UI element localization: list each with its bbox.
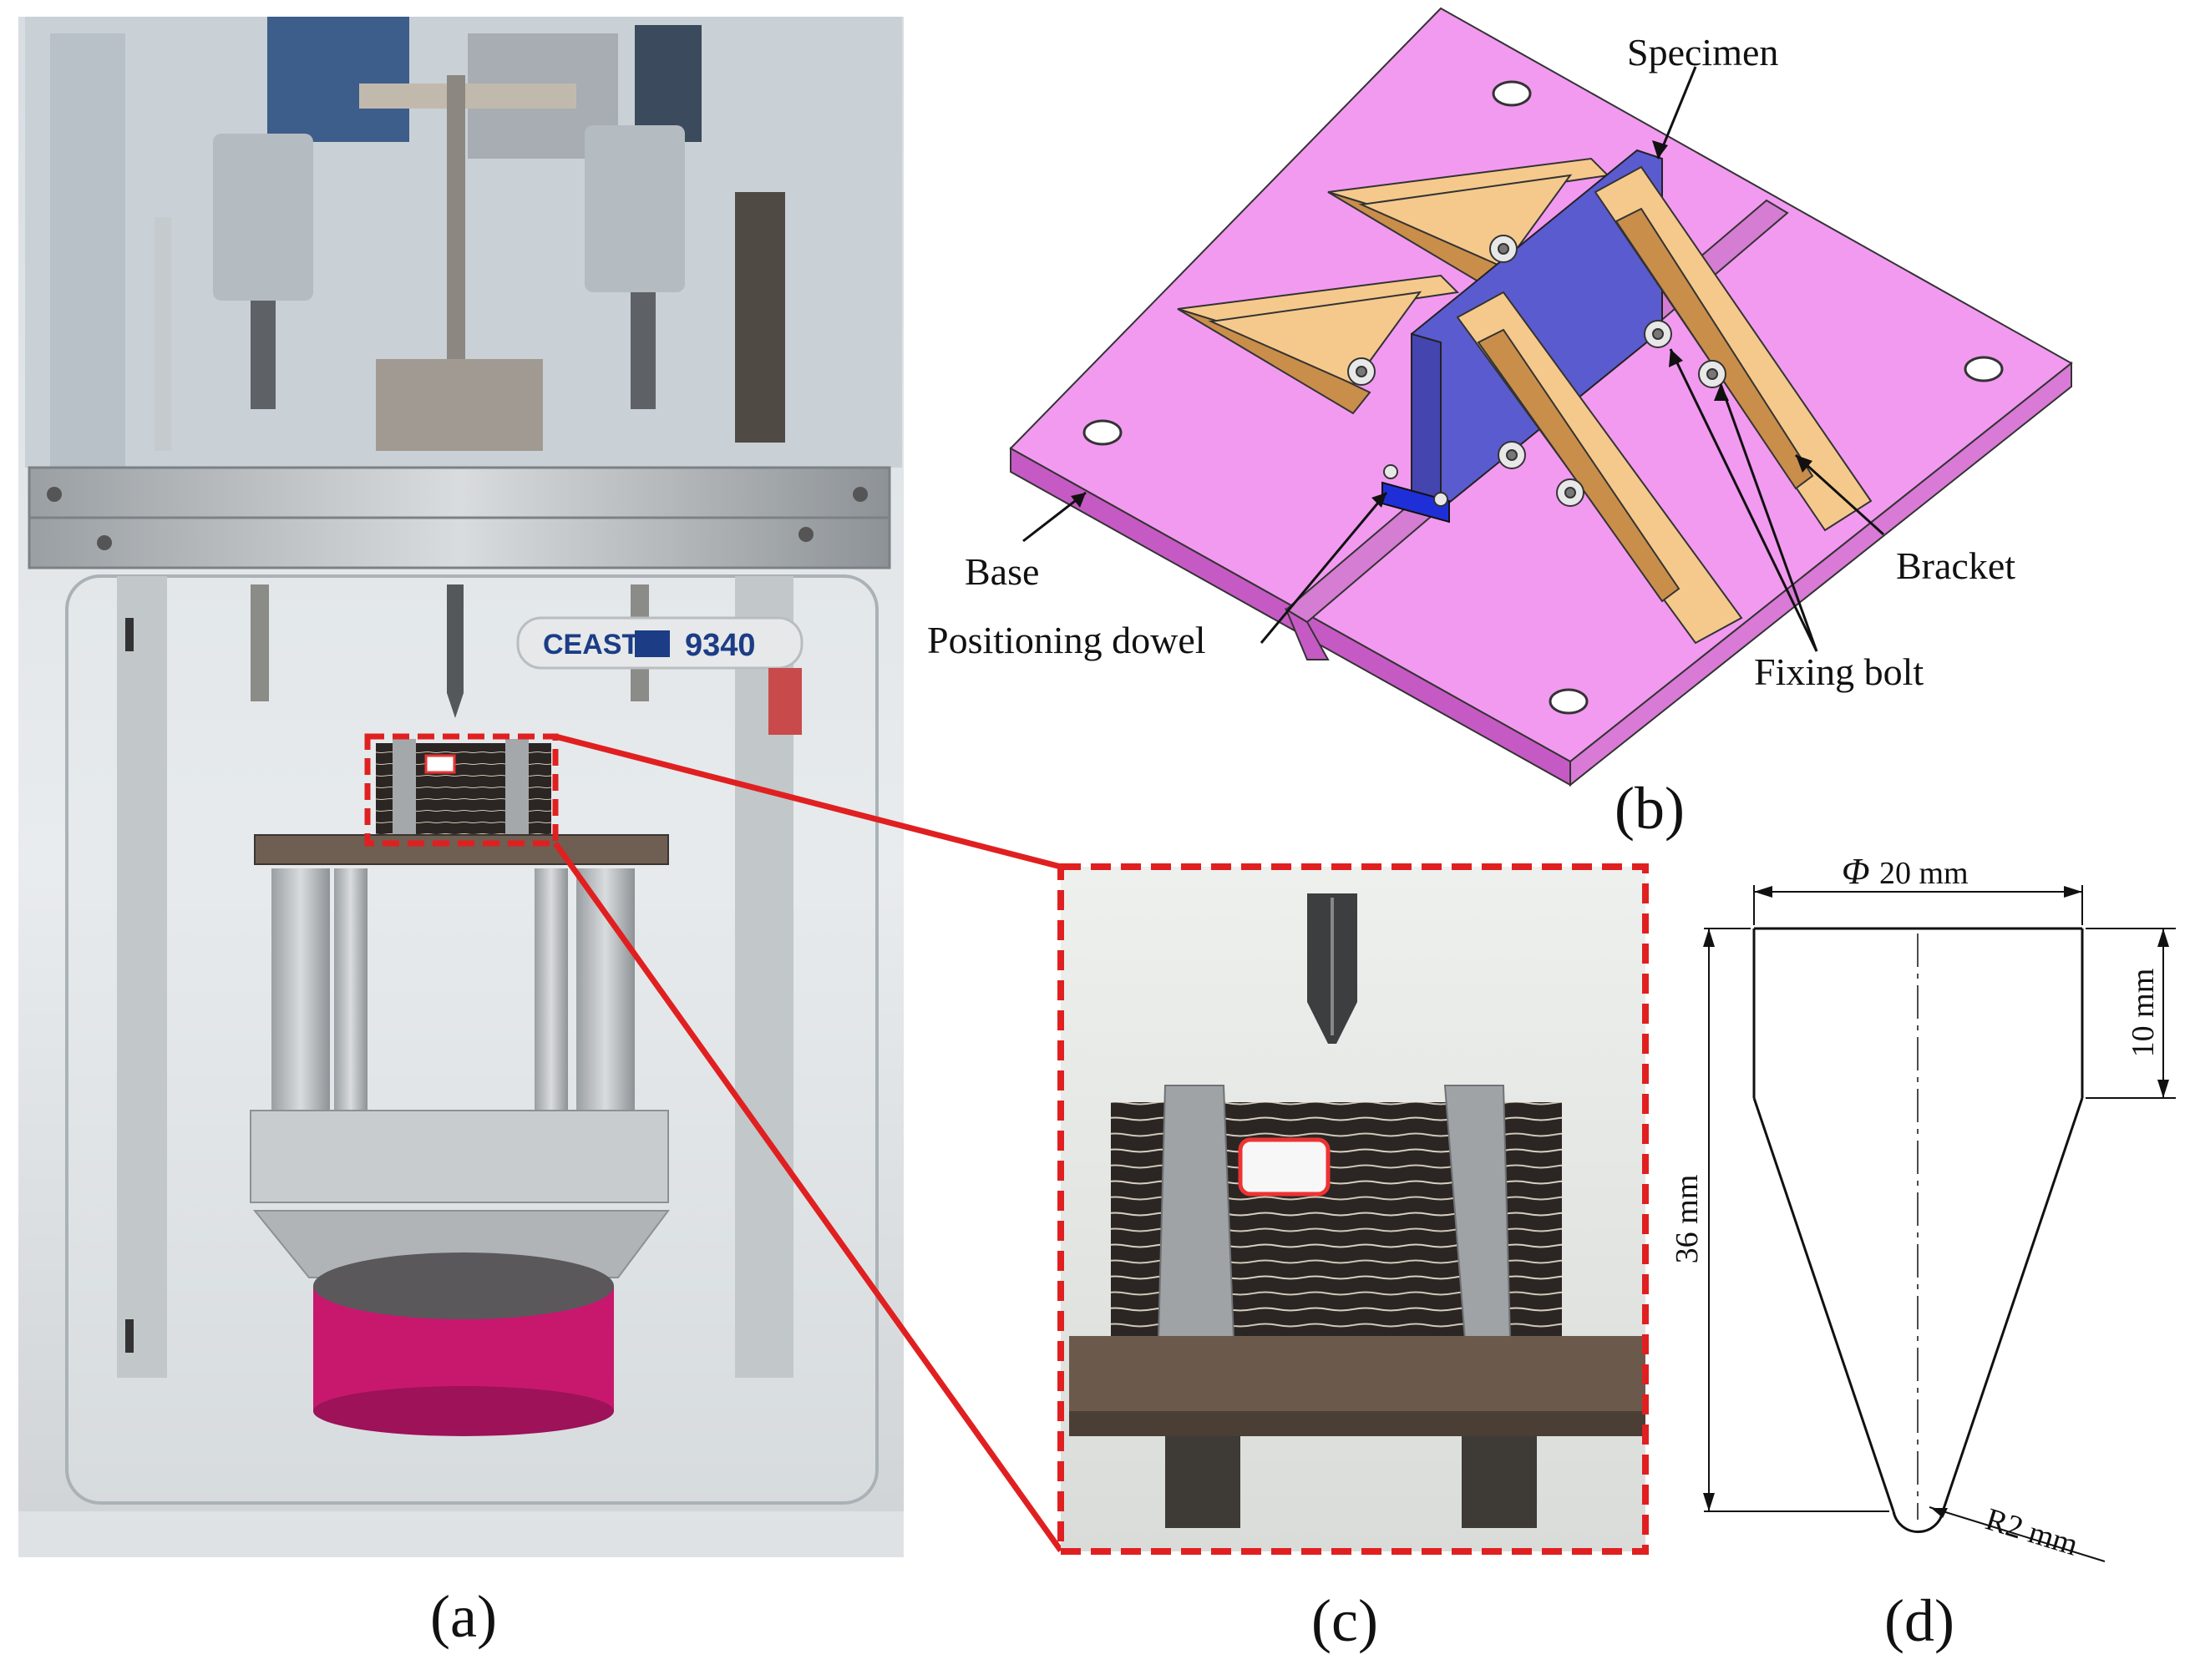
panel-b-fixture (1009, 7, 2073, 787)
panel-a-photo: CEAST 9340 (18, 17, 904, 1557)
dim-diameter-symbol: Φ (1842, 851, 1870, 892)
panel-d-impactor (1704, 885, 2176, 1562)
panel-label-c: (c) (1311, 1587, 1378, 1654)
dim-diameter: 20 mm (1879, 856, 1969, 891)
ceast-brand: CEAST (543, 629, 639, 660)
label-specimen: Specimen (1627, 31, 1778, 73)
leader-lines (1022, 66, 1885, 652)
panel-label-b: (b) (1615, 775, 1685, 842)
label-fixing-bolt: Fixing bolt (1754, 650, 1924, 693)
dim-tip-radius: R2 mm (1981, 1501, 2081, 1562)
zoom-frame (1057, 863, 1649, 1555)
label-base: Base (965, 550, 1039, 593)
striker (447, 584, 464, 718)
ceast-model: 9340 (685, 628, 756, 663)
panel-c-photo (1061, 867, 1645, 1551)
panel-label-d: (d) (1884, 1587, 1954, 1654)
dim-total-height: 36 mm (1670, 1175, 1705, 1264)
label-bracket: Bracket (1896, 544, 2015, 587)
dimension-arrows (1703, 886, 2169, 1518)
panel-label-a: (a) (430, 1583, 497, 1650)
fixing-bolts (1347, 235, 1726, 507)
label-positioning-dowel: Positioning dowel (927, 619, 1206, 661)
dim-top-height: 10 mm (2126, 969, 2161, 1058)
zoom-indicator (364, 733, 1063, 1553)
